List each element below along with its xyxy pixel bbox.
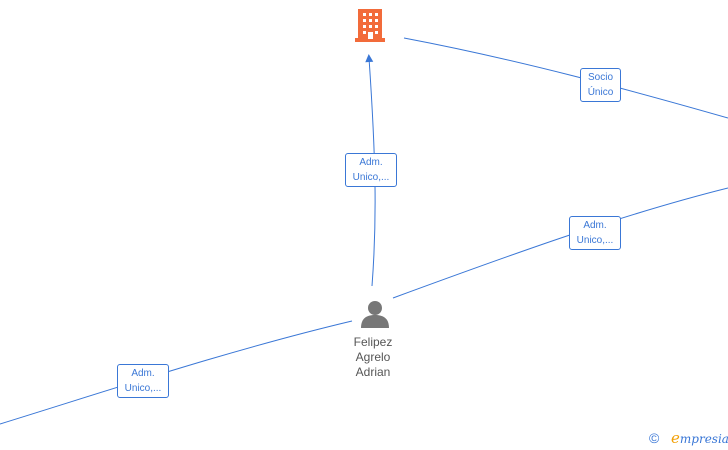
edge-label-line: Único [587,87,614,98]
brand-logo: empresia [671,429,728,448]
brand-logo-initial: e [671,429,680,447]
edge-label-line: Unico,... [576,235,614,246]
edge-label-person-to-company[interactable]: Adm. Unico,... [345,153,397,187]
edge-company-to-offscreen [403,37,728,119]
person-name-line: Adrian [355,365,391,379]
person-name-line: Agrelo [355,350,391,364]
person-icon[interactable] [361,301,389,328]
edge-label-line: Adm. [583,220,607,231]
edge-label-company-to-offscreen[interactable]: Socio Único [580,68,621,102]
edge-label-line: Unico,... [124,383,162,394]
brand-logo-text: mpresia [679,432,728,446]
edge-person-to-offscreen-right [392,187,728,299]
edge-label-line: Adm. [359,157,383,168]
edge-person-to-offscreen-left [0,320,353,425]
edge-label-person-to-offscreen-left[interactable]: Adm. Unico,... [117,364,169,398]
edge-label-person-to-offscreen-right[interactable]: Adm. Unico,... [569,216,621,250]
edge-label-line: Unico,... [352,172,390,183]
edge-label-line: Adm. [131,368,155,379]
building-icon[interactable] [355,9,385,42]
person-name[interactable]: Felipez Agrelo Adrian [342,335,404,380]
person-name-line: Felipez [353,335,393,349]
edge-label-line: Socio [587,72,613,83]
copyright-icon: © [649,430,660,446]
